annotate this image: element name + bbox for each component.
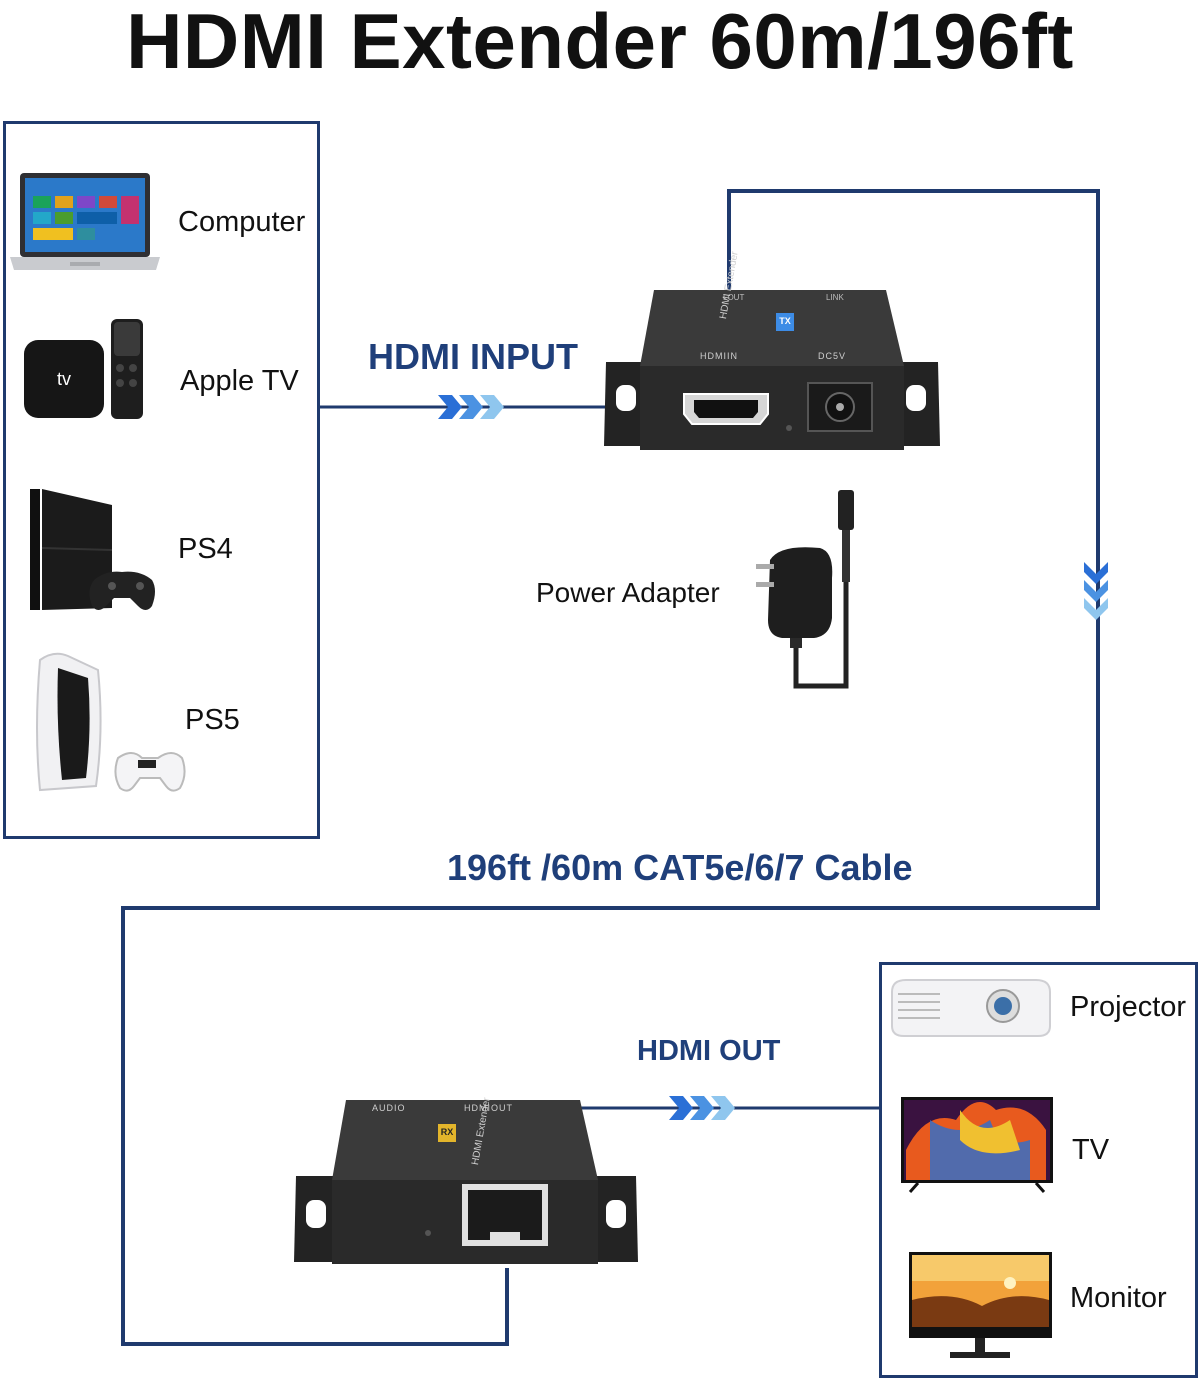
projector-icon	[891, 979, 1051, 1037]
tx-top-left-label: LOUT	[723, 293, 745, 302]
rx-port-hdmi-label: HDMIOUT	[464, 1103, 513, 1113]
source-label-ps4: PS4	[178, 533, 233, 565]
svg-text:tv: tv	[57, 369, 71, 389]
display-label-projector: Projector	[1070, 991, 1187, 1023]
laptop-icon	[10, 173, 160, 270]
cable-down-arrow-icon	[1084, 562, 1108, 620]
display-label-tv: TV	[1072, 1134, 1110, 1166]
monitor-icon	[909, 1252, 1052, 1358]
tx-port-dc-label: DC5V	[818, 351, 847, 361]
hdmi-output-label: HDMI OUT	[637, 1035, 781, 1067]
tx-badge: TX	[779, 316, 791, 326]
output-arrow-icon	[669, 1096, 735, 1120]
tv-icon	[901, 1097, 1053, 1193]
receiver-device-icon	[294, 1100, 638, 1264]
display-label-monitor: Monitor	[1070, 1282, 1167, 1314]
rx-port-audio-label: AUDIO	[372, 1103, 406, 1113]
tx-port-hdmi-label: HDMIIN	[700, 351, 738, 361]
ps5-console-icon	[36, 652, 186, 792]
source-label-computer: Computer	[178, 206, 306, 238]
source-devices-box	[3, 121, 320, 839]
input-arrow-icon	[438, 395, 504, 419]
ps4-console-icon	[30, 489, 155, 610]
cable-label: 196ft /60m CAT5e/6/7 Cable	[447, 847, 913, 888]
transmitter-device-icon	[604, 290, 940, 450]
source-label-ps5: PS5	[185, 704, 240, 736]
power-adapter-label: Power Adapter	[536, 577, 720, 608]
page-title: HDMI Extender 60m/196ft	[126, 0, 1074, 85]
apple-tv-icon: tv	[24, 319, 143, 419]
cat-cable-line	[121, 189, 1100, 1346]
rx-badge: RX	[440, 1127, 454, 1137]
hdmi-input-label: HDMI INPUT	[368, 336, 578, 377]
tx-top-right-label: LINK	[826, 293, 844, 302]
source-label-apple-tv: Apple TV	[180, 365, 299, 397]
power-adapter-icon	[756, 490, 854, 689]
display-devices-box	[879, 962, 1198, 1378]
